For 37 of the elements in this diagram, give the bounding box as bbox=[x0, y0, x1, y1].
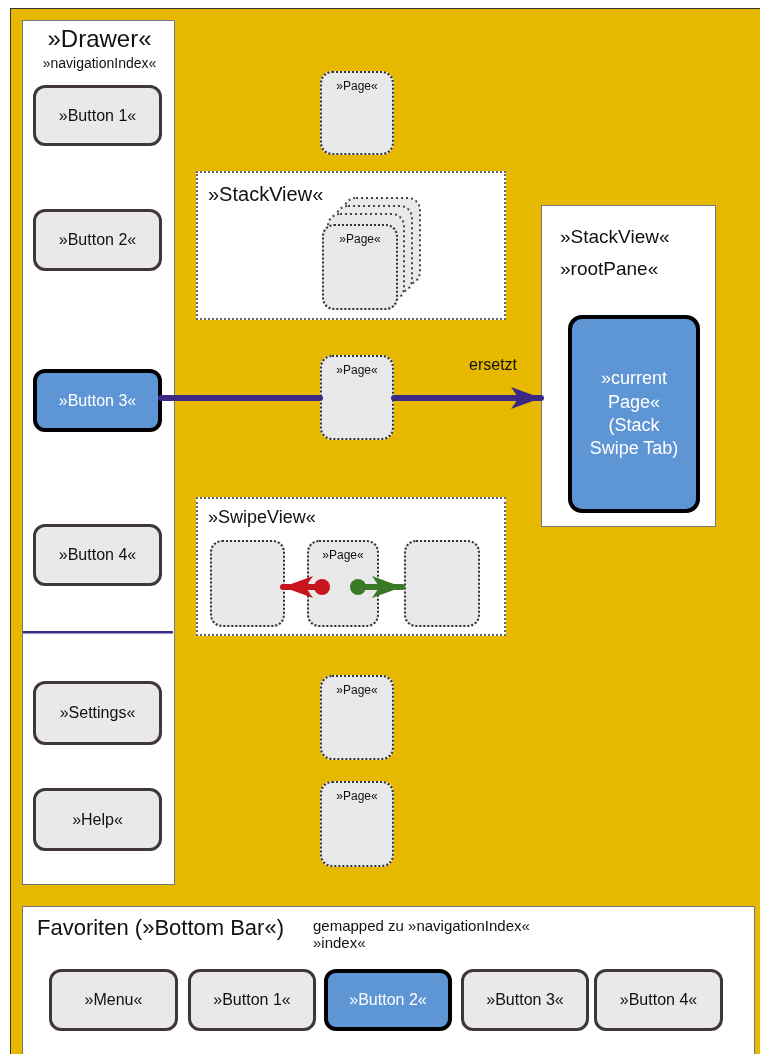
empty-page-card bbox=[404, 540, 480, 627]
bottom-bar-panel bbox=[22, 906, 755, 1054]
drawer-button: »Button 1« bbox=[33, 85, 162, 146]
bar-button: »Button 1« bbox=[188, 969, 316, 1031]
page-card: »Page« bbox=[307, 540, 379, 627]
panel-title: »StackView« bbox=[560, 226, 670, 248]
selected-bar-button: »Button 2« bbox=[324, 969, 452, 1031]
current-page-card: »current Page« (Stack Swipe Tab) bbox=[568, 315, 700, 513]
selected-drawer-button: »Button 3« bbox=[33, 369, 162, 432]
bar-button: »Menu« bbox=[49, 969, 178, 1031]
edge-label: ersetzt bbox=[469, 356, 517, 374]
panel-title: »Drawer« bbox=[46, 25, 153, 53]
panel-title: Favoriten (»Bottom Bar«) bbox=[37, 915, 284, 941]
drawer-button: »Button 4« bbox=[33, 524, 162, 586]
mapping-note: gemapped zu »navigationIndex« »index« bbox=[313, 917, 531, 951]
panel-subtitle: »rootPane« bbox=[560, 258, 659, 280]
stackview-panel bbox=[196, 171, 506, 320]
root-pane-panel bbox=[541, 205, 716, 527]
drawer-button: »Button 2« bbox=[33, 209, 162, 271]
arrow bbox=[391, 387, 544, 409]
empty-page-card bbox=[210, 540, 285, 627]
arrow bbox=[280, 576, 330, 598]
drawer-button: »Help« bbox=[33, 788, 162, 851]
panel-title: »SwipeView« bbox=[208, 507, 316, 528]
page-card: »Page« bbox=[320, 71, 394, 155]
swipeview-panel bbox=[196, 497, 506, 636]
drawer-button: »Settings« bbox=[33, 681, 162, 745]
panel-title: »StackView« bbox=[208, 183, 324, 206]
page-card: »Page« bbox=[322, 224, 398, 310]
page-card: »Page« bbox=[320, 675, 394, 760]
panel-subtitle: »navigationIndex« bbox=[41, 55, 158, 71]
bar-button: »Button 3« bbox=[461, 969, 589, 1031]
drawer-panel bbox=[22, 20, 175, 885]
page-card: »Page« bbox=[320, 355, 394, 440]
arrow bbox=[350, 576, 405, 598]
bar-button: »Button 4« bbox=[594, 969, 723, 1031]
page-card: »Page« bbox=[320, 781, 394, 867]
